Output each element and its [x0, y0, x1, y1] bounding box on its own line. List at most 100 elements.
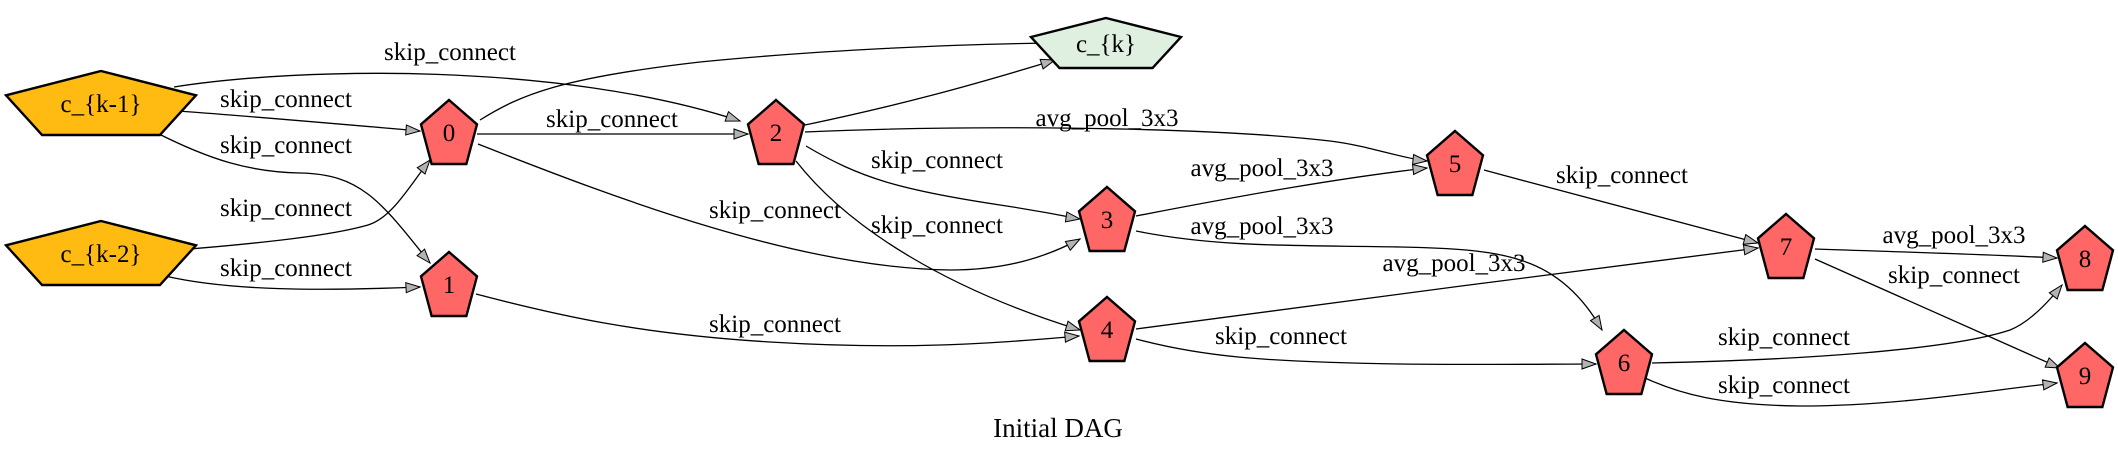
edge-n1-n4: skip_connect: [475, 293, 1081, 347]
pentagon-shape: [2055, 224, 2115, 292]
arrow-head: [1064, 211, 1082, 223]
node-label: 6: [1618, 350, 1631, 377]
edge-label: skip_connect: [871, 212, 1003, 239]
edge-ck1-n0: skip_connect: [177, 86, 422, 136]
edge-n2-ck: [804, 58, 1057, 126]
edge-label: skip_connect: [1556, 162, 1688, 189]
edge-line: [1135, 167, 1428, 217]
edge-label: skip_connect: [1888, 262, 2020, 289]
edge-n7-n8: avg_pool_3x3: [1814, 222, 2059, 263]
edge-line: [804, 59, 1056, 126]
pentagon-shape: [1425, 129, 1485, 197]
node-n4: 4: [1077, 295, 1137, 363]
edge-label: skip_connect: [546, 106, 678, 133]
node-n1: 1: [419, 250, 479, 318]
edge-line: [795, 160, 1081, 331]
edge-label: skip_connect: [220, 86, 352, 113]
edge-line: [475, 293, 1080, 347]
arrow-head: [1411, 163, 1429, 176]
edge-line: [1651, 284, 2063, 364]
arrow-head: [733, 128, 750, 140]
edge-line: [173, 72, 741, 122]
arrow-head: [416, 248, 431, 265]
arrow-head: [1411, 153, 1429, 166]
edge-n6-n8: skip_connect: [1651, 283, 2063, 364]
node-label: 3: [1101, 207, 1114, 234]
arrow-head: [1742, 244, 1760, 256]
arrow-head: [1581, 358, 1598, 370]
edge-label: skip_connect: [1215, 323, 1347, 350]
edge-n4-n6: skip_connect: [1135, 323, 1598, 370]
edge-n5-n7: skip_connect: [1483, 162, 1760, 245]
edge-label: skip_connect: [709, 197, 841, 224]
edge-n7-n9: skip_connect: [1814, 258, 2062, 369]
edge-n4-n7: avg_pool_3x3: [1135, 244, 1760, 330]
edge-label: avg_pool_3x3: [1382, 250, 1525, 277]
pentagon-shape: [1077, 185, 1137, 253]
arrow-head: [2042, 251, 2059, 263]
edge-line: [154, 131, 431, 264]
edge-line: [1135, 247, 1759, 330]
node-n9: 9: [2055, 341, 2115, 409]
edge-line: [805, 145, 1081, 220]
arrow-head: [1742, 233, 1760, 245]
edge-label: skip_connect: [871, 147, 1003, 174]
edge-n3-n6: avg_pool_3x3: [1135, 213, 1603, 332]
arrow-head: [405, 124, 422, 136]
arrow-head: [724, 110, 742, 122]
node-label: c_{k-2}: [61, 241, 142, 268]
edge-label: avg_pool_3x3: [1882, 222, 2025, 249]
edge-ck2-n0: skip_connect: [189, 158, 431, 250]
node-label: 1: [443, 272, 456, 299]
pentagon-shape: [1594, 328, 1654, 396]
edge-line: [477, 143, 1081, 271]
arrow-head: [1064, 238, 1082, 252]
edge-n0-n2: skip_connect: [477, 106, 750, 140]
edge-line: [189, 159, 431, 250]
node-n2: 2: [746, 98, 806, 166]
edge-line: [1814, 248, 2058, 259]
edge-ck2-n1: skip_connect: [164, 255, 422, 294]
arrow-head: [2044, 357, 2062, 369]
node-n5: 5: [1425, 129, 1485, 197]
node-ck: c_{k}: [1028, 16, 1184, 70]
edge-label: skip_connect: [384, 39, 516, 66]
edge-n2-n5: avg_pool_3x3: [804, 105, 1429, 166]
arrow-head: [1589, 314, 1603, 332]
edge-ck1-n2: skip_connect: [173, 39, 742, 122]
edge-n3-n5: avg_pool_3x3: [1135, 155, 1429, 217]
edge-label: skip_connect: [1718, 372, 1850, 399]
edge-label: skip_connect: [220, 195, 352, 222]
arrow-head: [2048, 283, 2063, 300]
edge-n2-n3: skip_connect: [805, 145, 1082, 223]
diagram-caption: Initial DAG: [993, 413, 1123, 443]
edge-line: [1135, 338, 1597, 366]
node-ck1: c_{k-1}: [3, 69, 199, 137]
node-n0: 0: [419, 98, 479, 166]
arrow-head: [1064, 331, 1081, 343]
node-label: 5: [1449, 151, 1462, 178]
node-label: 2: [770, 120, 783, 147]
pentagon-shape: [1077, 295, 1137, 363]
edge-n6-n9: skip_connect: [1644, 372, 2059, 407]
edge-label: skip_connect: [709, 311, 841, 338]
node-n6: 6: [1594, 328, 1654, 396]
edge-line: [1644, 377, 2058, 407]
node-label: c_{k}: [1076, 31, 1136, 58]
arrow-head: [1039, 58, 1057, 70]
edge-line: [479, 42, 1056, 121]
pentagon-shape: [1028, 16, 1184, 70]
edge-line: [1483, 169, 1759, 244]
pentagon-shape: [419, 98, 479, 166]
pentagon-shape: [419, 250, 479, 318]
node-label: 0: [443, 120, 456, 147]
edge-line: [177, 110, 421, 132]
edge-label: avg_pool_3x3: [1190, 155, 1333, 182]
edge-n2-n4: skip_connect: [795, 160, 1082, 332]
edge-line: [804, 127, 1428, 162]
pentagon-shape: [2055, 341, 2115, 409]
node-label: c_{k-1}: [61, 91, 142, 118]
edges-layer: skip_connectskip_connectskip_connectskip…: [154, 37, 2063, 407]
edge-label: skip_connect: [220, 255, 352, 282]
